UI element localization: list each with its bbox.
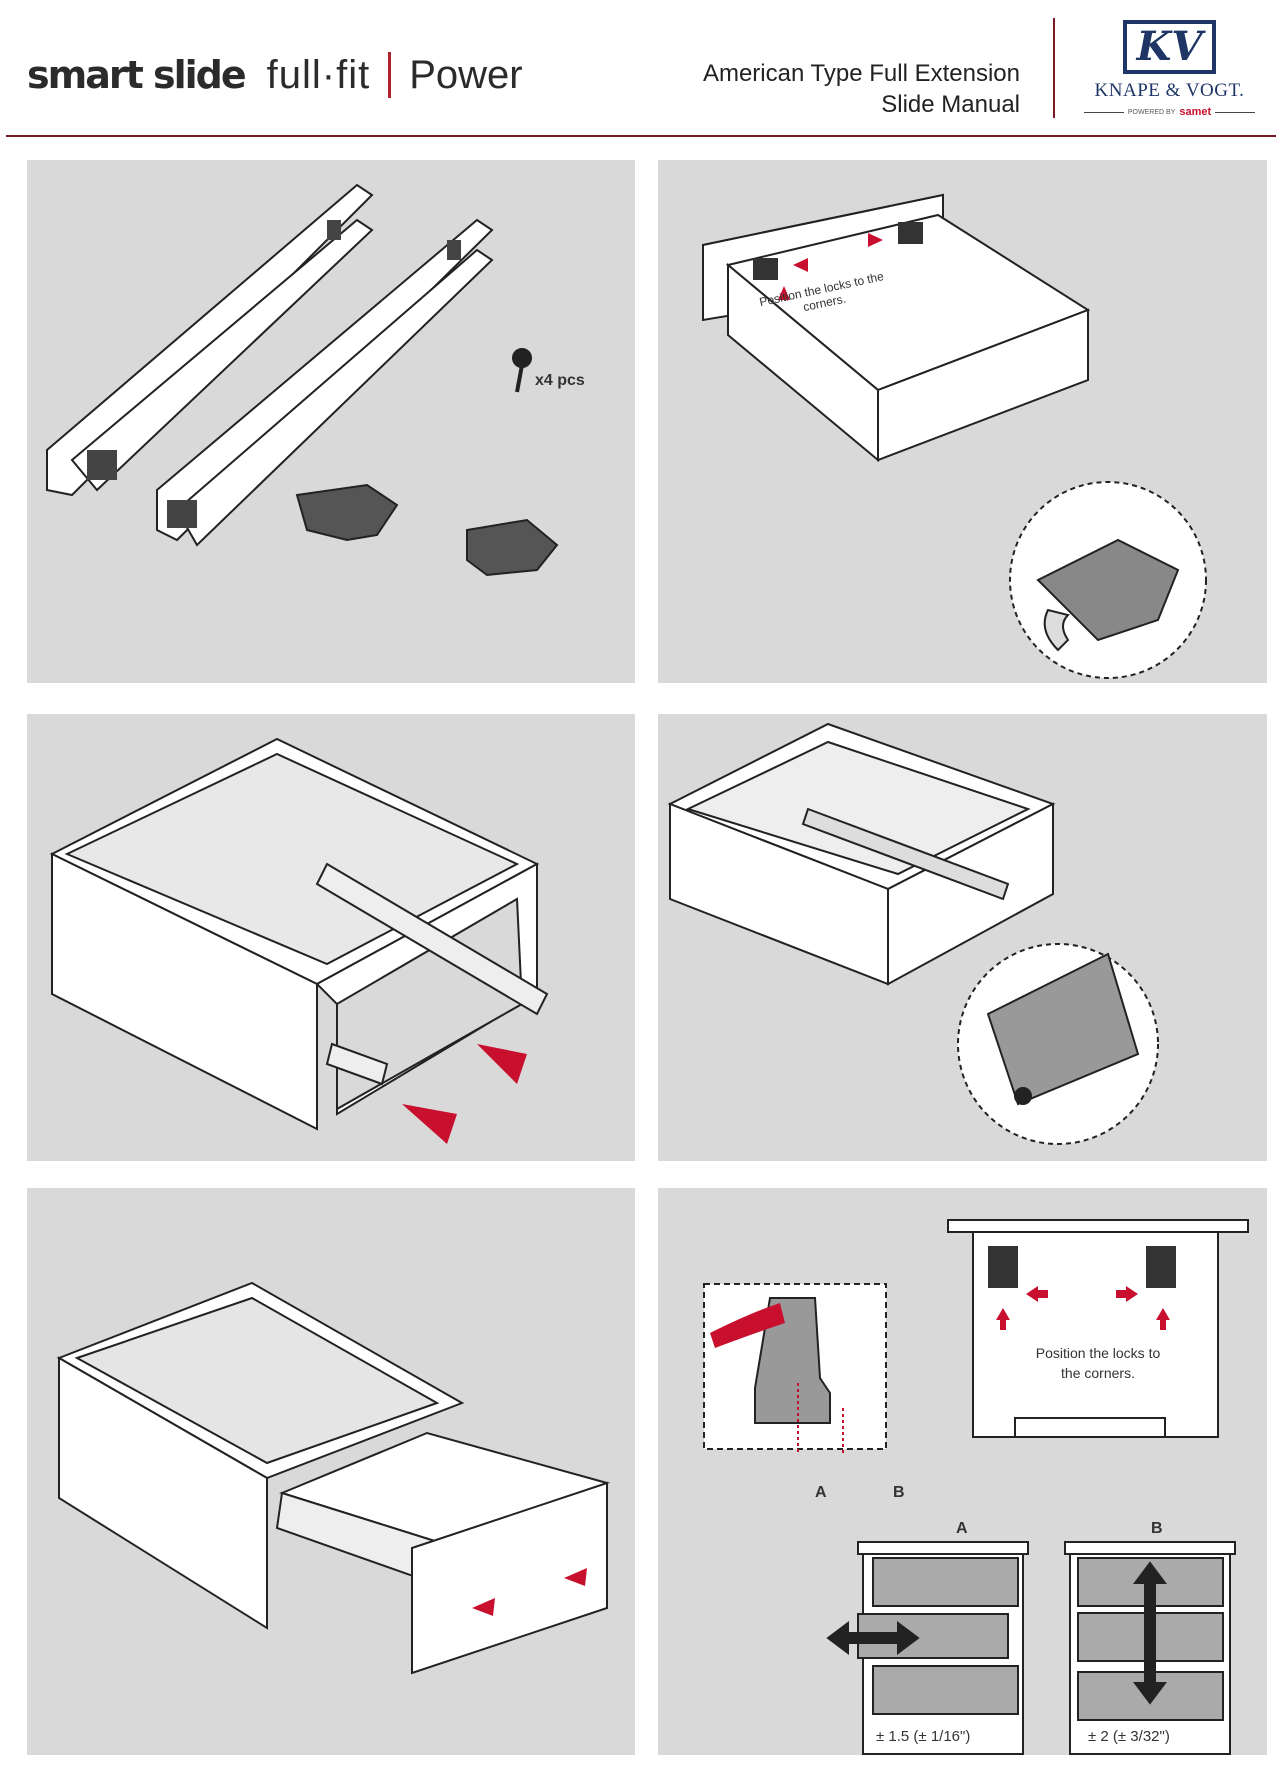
brand-name: smart slide — [27, 53, 247, 97]
cabinet-slide-install-illustration — [49, 737, 549, 1144]
diagram-a — [826, 1541, 1029, 1755]
diagram-b — [1064, 1541, 1236, 1755]
product-name: full·fit — [266, 52, 371, 97]
title-line-2: Slide Manual — [881, 91, 1020, 118]
step-5-panel — [27, 1188, 635, 1755]
drawer-inserted-illustration — [56, 1281, 610, 1675]
product-brand: smart slide full·fit Power — [27, 52, 523, 98]
logo-mark: KV — [1122, 20, 1217, 74]
step-3-panel — [27, 714, 635, 1161]
step-2-panel: Position the locks to the corners. — [658, 160, 1267, 683]
drawer-screw-illustration — [667, 722, 1159, 1145]
step-4-panel — [658, 714, 1267, 1161]
step-6-panel: Position the locks to the corners. A B A… — [658, 1188, 1267, 1755]
diagram-b-title: B — [1151, 1520, 1163, 1537]
step-6-instruction: Position the locks to the corners. — [1035, 1345, 1161, 1381]
diagram-a-title: A — [956, 1520, 968, 1537]
company-name: KNAPE & VOGT. — [1094, 80, 1245, 101]
tolerance-a: ± 1.5 (± 1/16") — [876, 1728, 971, 1745]
slides-and-locks-illustration — [46, 183, 559, 577]
tolerance-b: ± 2 (± 3/32") — [1088, 1728, 1170, 1745]
brand-divider — [388, 52, 392, 98]
header-rule — [6, 135, 1276, 137]
lock-adjustment-illustration — [703, 1219, 1249, 1755]
drawer-front-locks-illustration — [702, 193, 1207, 679]
product-variant: Power — [409, 52, 523, 97]
point-b-label: B — [893, 1484, 905, 1501]
header-divider — [1053, 18, 1055, 118]
step-1-panel: x4 pcs — [27, 160, 635, 683]
title-line-1: American Type Full Extension — [702, 60, 1020, 87]
screw-icon — [512, 348, 532, 393]
screws-quantity: x4 pcs — [535, 372, 585, 389]
point-a-label: A — [815, 1484, 827, 1501]
document-title: American Type Full Extension Slide Manua… — [703, 58, 1020, 120]
